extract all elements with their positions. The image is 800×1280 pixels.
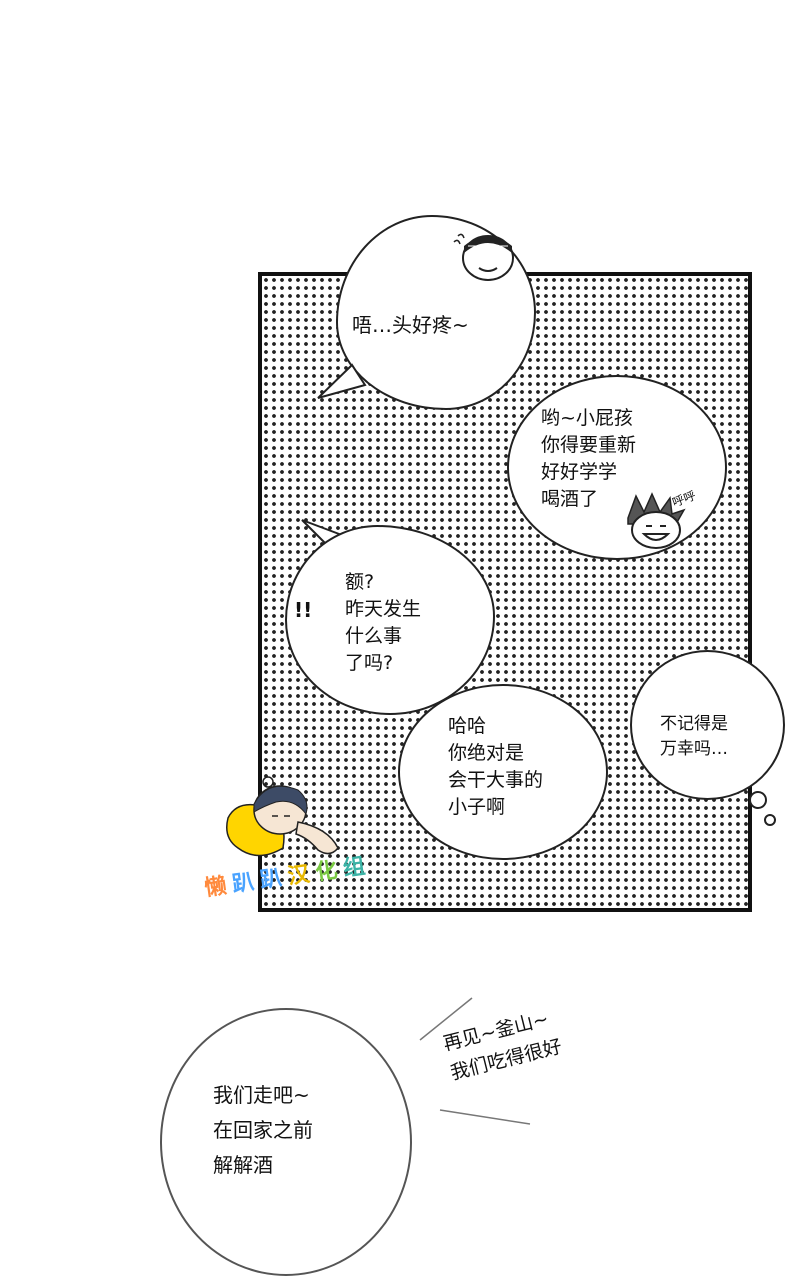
laughing-character-icon: [627, 492, 686, 549]
watermark-char: 化: [313, 858, 340, 886]
mascot-character-icon: [226, 776, 339, 857]
watermark-char: 趴: [230, 869, 256, 898]
watermark-char: 组: [341, 854, 367, 882]
headache-text: 唔…头好疼~: [352, 313, 469, 337]
what-happened-text: 额? 昨天发生 什么事 了吗?: [345, 571, 422, 674]
lets-go-text: 我们走吧~ 在回家之前 解解酒: [213, 1083, 313, 1177]
watermark-char: 懒: [202, 873, 229, 902]
character-head-icon: [453, 233, 514, 281]
speech-bubble-what-happened: [285, 525, 495, 715]
watermark-char: 汉: [286, 861, 312, 890]
relearn-text: 哟~小屁孩 你得要重新 好好学学 喝酒了: [541, 407, 637, 510]
speech-bubble-great-things: [398, 684, 608, 860]
remember-text: 不记得是 万幸吗…: [660, 714, 728, 759]
speech-bubble-relearn: [507, 375, 727, 560]
watermark-char: 趴: [258, 865, 284, 894]
great-things-text: 哈哈 你绝对是 会干大事的 小子啊: [448, 715, 544, 818]
exclaim-mark: !!: [294, 598, 313, 622]
thought-bubble-remember: [630, 650, 785, 800]
goodbye-text: 再见~釜山~ 我们吃得很好: [440, 1007, 565, 1085]
speech-bubble-lets-go: [160, 1008, 412, 1276]
